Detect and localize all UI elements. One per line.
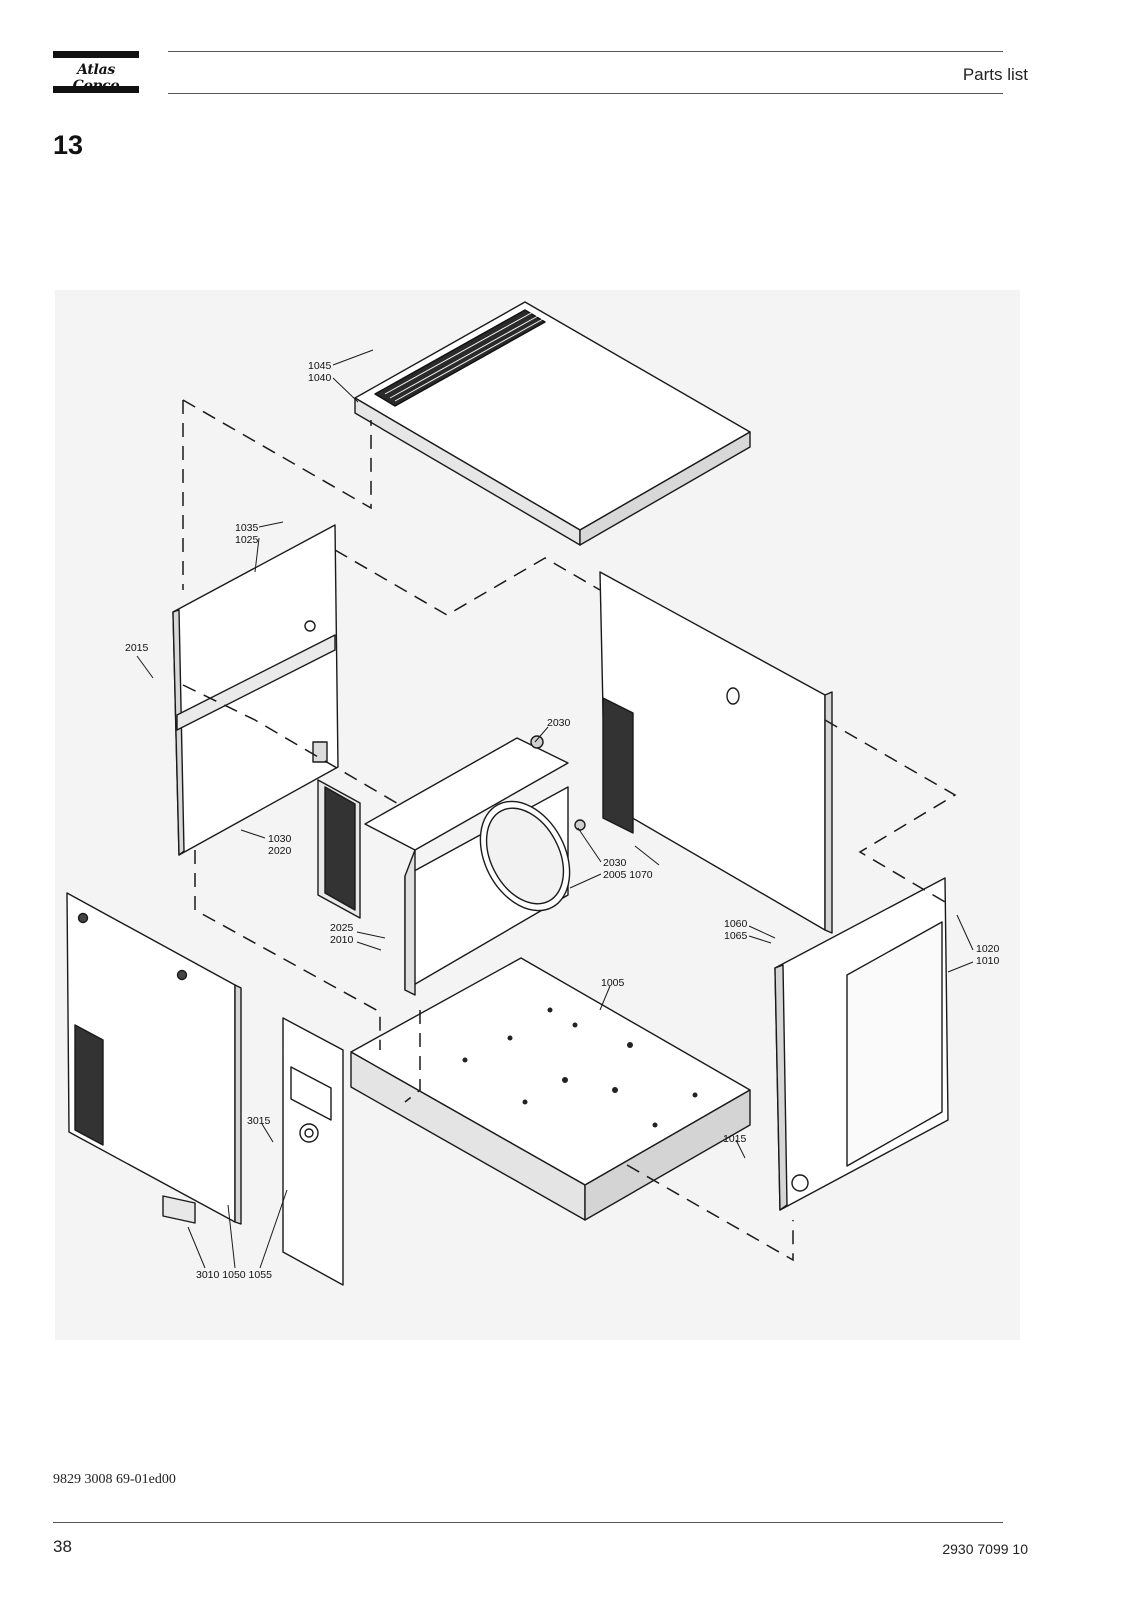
page-number: 38 <box>53 1537 72 1556</box>
top-cover-panel <box>354 301 751 546</box>
callout-2005-1070: 2005 1070 <box>603 869 653 881</box>
callout-2030-side: 2030 <box>603 857 627 869</box>
atlas-copco-logo: Atlas Copco <box>53 51 139 94</box>
publication-number: 2930 7099 10 <box>942 1541 1028 1557</box>
callout-1060: 1060 <box>724 918 748 930</box>
callout-1025: 1025 <box>235 534 259 546</box>
callout-2030-top: 2030 <box>547 717 571 729</box>
callout-2015: 2015 <box>125 642 149 654</box>
front-right-panel <box>774 877 949 1211</box>
callout-3010-1050-1055: 3010 1050 1055 <box>196 1269 272 1281</box>
callout-1040: 1040 <box>308 372 332 384</box>
left-side-panel <box>172 524 339 856</box>
base-frame <box>350 957 751 1221</box>
callout-1035: 1035 <box>235 522 259 534</box>
callout-2010: 2010 <box>330 934 354 946</box>
callout-1045: 1045 <box>308 360 332 372</box>
header-title: Parts list <box>962 65 1028 84</box>
top-vent-slots <box>384 311 544 402</box>
front-left-door <box>66 892 242 1225</box>
right-back-panel <box>599 571 833 934</box>
callout-1020: 1020 <box>976 943 1000 955</box>
callout-1015: 1015 <box>723 1133 747 1145</box>
callout-2020: 2020 <box>268 845 292 857</box>
callout-1010: 1010 <box>976 955 1000 967</box>
logo-bar-bottom <box>53 86 139 93</box>
header-rule-bottom <box>168 93 1003 94</box>
part-callouts: 1045 1040 1035 1025 2015 2030 1030 2020 … <box>125 360 1000 1281</box>
header-rule-top <box>168 51 1003 52</box>
fan-housing <box>364 735 586 996</box>
callout-2025: 2025 <box>330 922 354 934</box>
drawing-svg: 1045 1040 1035 1025 2015 2030 1030 2020 … <box>66 301 1000 1286</box>
exploded-parts-drawing: 1045 1040 1035 1025 2015 2030 1030 2020 … <box>55 290 1020 1340</box>
assembly-dash-lines <box>182 399 957 1262</box>
leader-lines <box>136 349 974 1269</box>
document-code: 9829 3008 69-01ed00 <box>53 1472 176 1487</box>
base-mounting-holes <box>462 1007 698 1128</box>
callout-1005: 1005 <box>601 977 625 989</box>
callout-3015: 3015 <box>247 1115 271 1127</box>
footer-rule <box>53 1522 1003 1523</box>
callout-1030: 1030 <box>268 833 292 845</box>
control-door <box>282 1017 344 1286</box>
logo-bar-top <box>53 51 139 58</box>
callout-1065: 1065 <box>724 930 748 942</box>
section-number: 13 <box>53 130 84 160</box>
vertical-grille <box>317 779 361 919</box>
